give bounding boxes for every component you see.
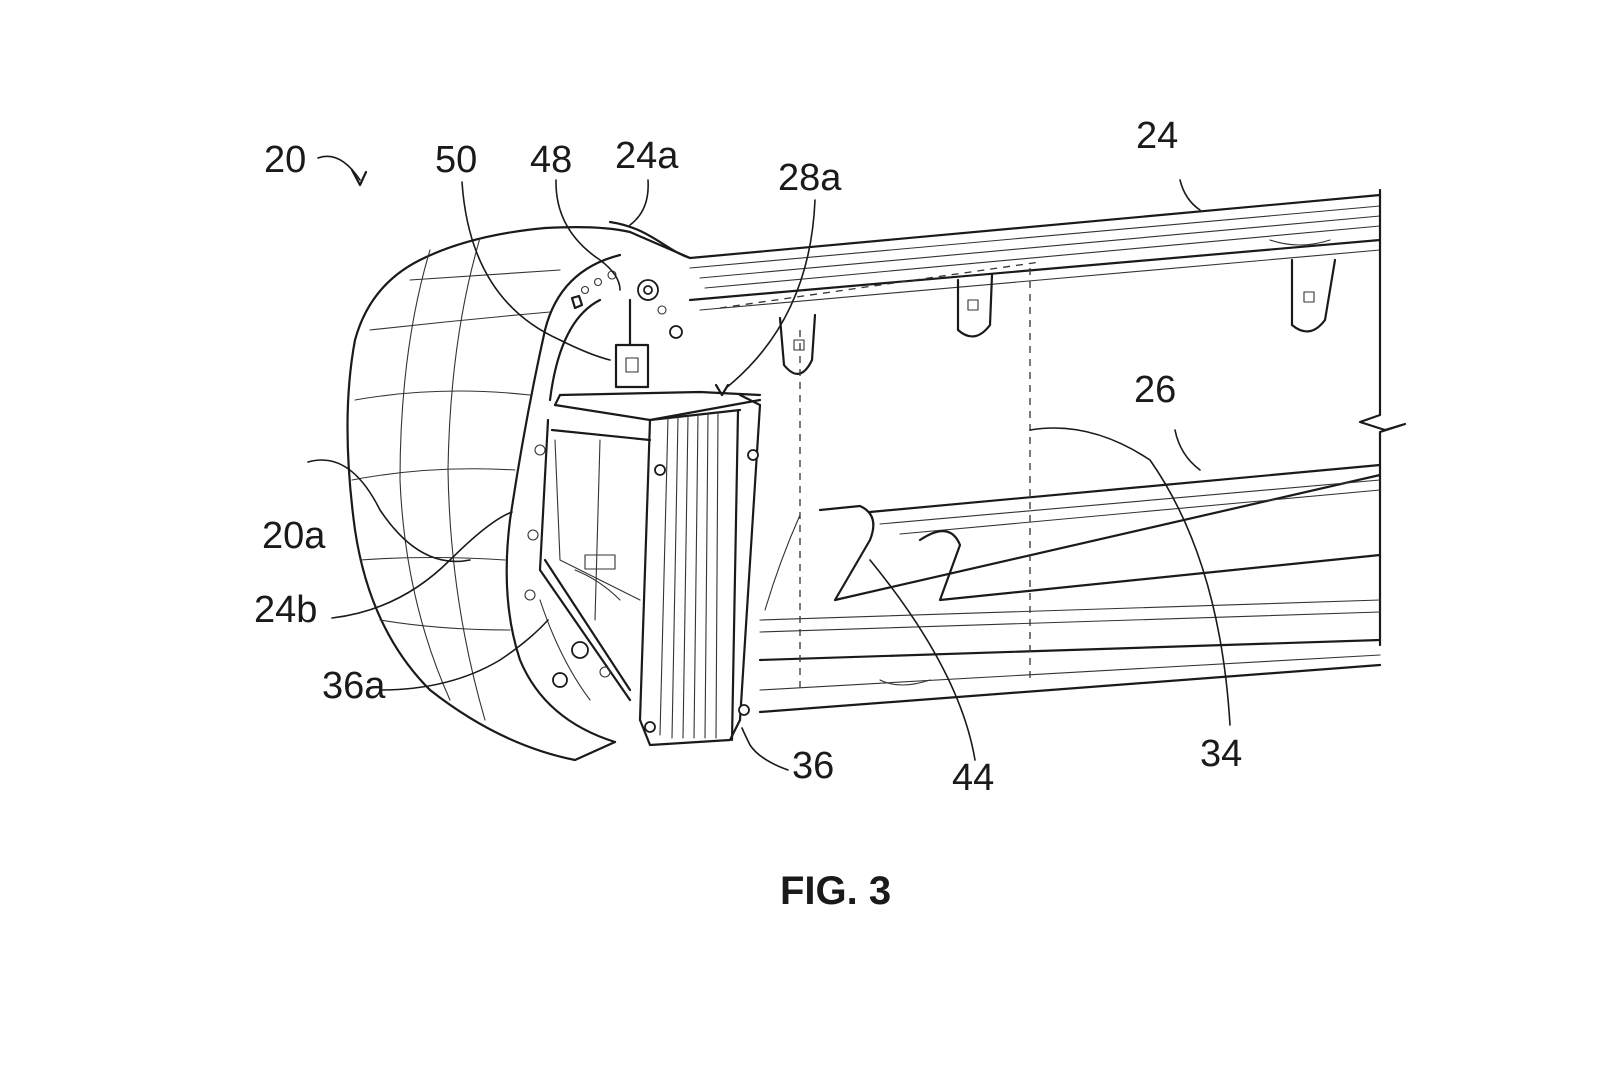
upper-beam-24 [608,188,1407,647]
label-28a: 28a [778,157,842,199]
figure-caption: FIG. 3 [780,869,891,913]
reference-labels: 20 50 48 24a 28a 24 26 20a 24b 36a 36 44… [254,115,1242,799]
label-26: 26 [1134,369,1176,411]
end-cap-20a [346,226,692,762]
label-34: 34 [1200,733,1242,775]
label-24: 24 [1136,115,1178,157]
label-36a: 36a [322,665,386,707]
leader-lines [307,155,1231,771]
label-24b: 24b [254,589,317,631]
bracket-50 [614,298,650,389]
label-36: 36 [792,745,834,787]
label-20: 20 [264,139,306,181]
module-36 [538,383,762,747]
label-20a: 20a [262,515,326,557]
lower-beam-26 [758,463,1382,714]
label-24a: 24a [615,135,679,177]
label-50: 50 [435,139,477,181]
label-44: 44 [952,757,994,799]
label-48: 48 [530,139,572,181]
